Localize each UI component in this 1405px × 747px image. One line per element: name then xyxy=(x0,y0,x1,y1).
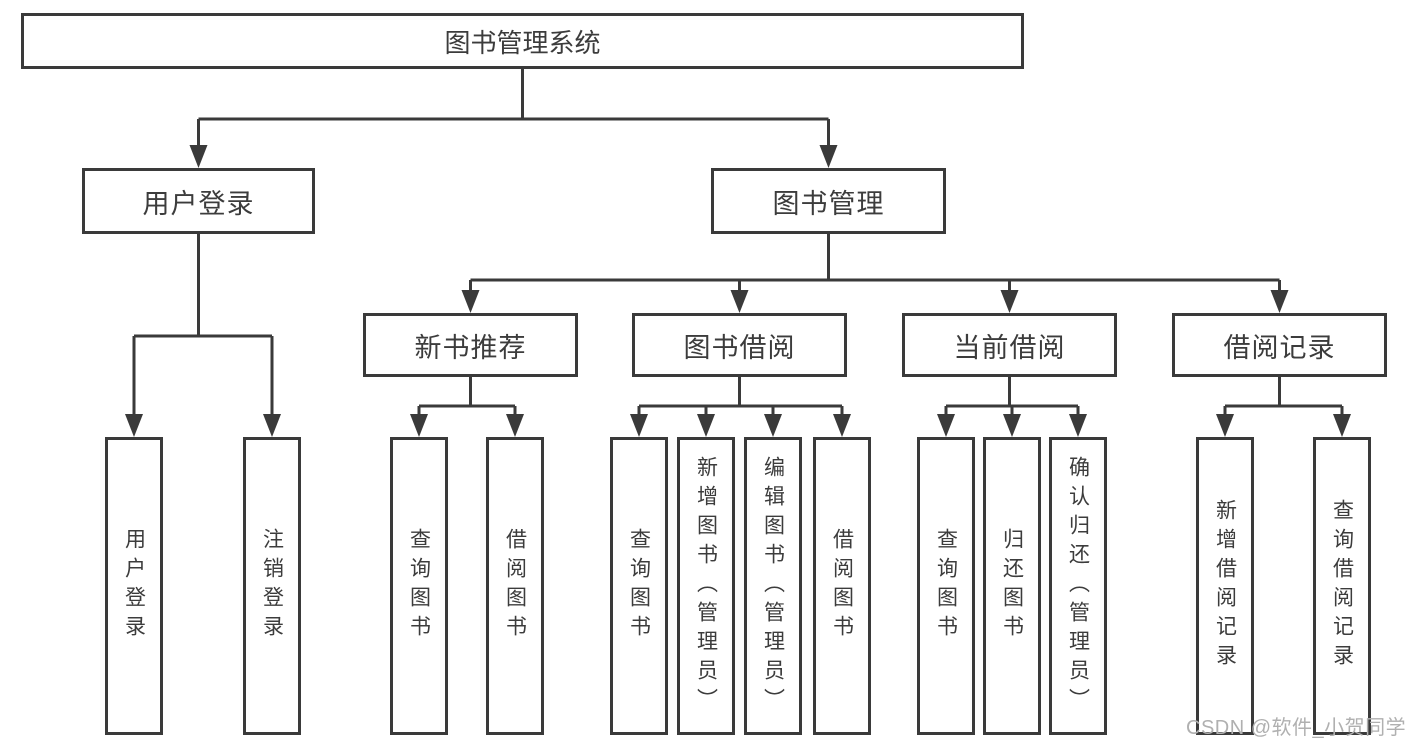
node-label: 当前借阅 xyxy=(953,332,1066,363)
node-label: 借阅记录 xyxy=(1223,332,1336,363)
arrow-down-icon xyxy=(461,290,480,313)
node-label: 归还图书 xyxy=(1000,528,1024,644)
connector-borrow-children xyxy=(637,376,844,416)
arrow-down-icon xyxy=(1270,290,1289,313)
node-new-book-recommend: 新书推荐 xyxy=(363,313,578,377)
arrow-down-icon xyxy=(697,414,715,437)
node-leaf-borrow-edit: 编辑图书（管理员） xyxy=(744,437,802,735)
arrow-down-icon xyxy=(1003,414,1021,437)
node-leaf-record-query: 查询借阅记录 xyxy=(1313,437,1371,735)
arrow-down-icon xyxy=(410,414,428,437)
arrow-down-icon xyxy=(630,414,648,437)
node-label: 查询图书 xyxy=(934,528,958,644)
node-leaf-borrow-borrow: 借阅图书 xyxy=(813,437,871,735)
node-leaf-current-query: 查询图书 xyxy=(917,437,975,735)
node-label: 新书推荐 xyxy=(414,332,527,363)
connector-mgmt-level3 xyxy=(469,233,1281,292)
arrow-down-icon xyxy=(764,414,782,437)
node-label: 注销登录 xyxy=(260,528,284,644)
arrow-down-icon xyxy=(730,290,749,313)
node-label: 新增借阅记录 xyxy=(1213,499,1237,673)
arrow-down-icon xyxy=(1333,414,1351,437)
node-label: 查询图书 xyxy=(407,528,431,644)
node-root: 图书管理系统 xyxy=(21,13,1024,69)
node-label: 图书管理 xyxy=(772,188,885,219)
arrow-down-icon xyxy=(833,414,851,437)
node-label: 借阅图书 xyxy=(503,528,527,644)
arrow-down-icon xyxy=(819,145,838,168)
node-label: 借阅图书 xyxy=(830,528,854,644)
node-user-login: 用户登录 xyxy=(82,168,315,234)
node-leaf-borrow-add: 新增图书（管理员） xyxy=(677,437,735,735)
node-label: 确认归还（管理员） xyxy=(1066,455,1090,717)
node-label: 图书管理系统 xyxy=(444,27,601,58)
node-leaf-borrow-query: 查询图书 xyxy=(610,437,668,735)
node-label: 用户登录 xyxy=(122,528,146,644)
node-leaf-user-login: 用户登录 xyxy=(105,437,163,735)
arrow-down-icon xyxy=(937,414,955,437)
node-book-borrow: 图书借阅 xyxy=(632,313,847,377)
node-label: 用户登录 xyxy=(142,188,255,219)
watermark: CSDN @软件_小贺同学 xyxy=(1186,717,1405,739)
node-leaf-current-return: 归还图书 xyxy=(983,437,1041,735)
node-label: 查询图书 xyxy=(627,528,651,644)
node-label: 图书借阅 xyxy=(683,332,796,363)
arrow-down-icon xyxy=(1000,290,1019,313)
node-leaf-logout: 注销登录 xyxy=(243,437,301,735)
node-label: 查询借阅记录 xyxy=(1330,499,1354,673)
node-leaf-record-add: 新增借阅记录 xyxy=(1196,437,1254,735)
arrow-down-icon xyxy=(263,414,281,437)
connector-recommend-children xyxy=(417,376,517,416)
arrow-down-icon xyxy=(125,414,143,437)
connector-root-level2 xyxy=(197,68,830,150)
arrow-down-icon xyxy=(1216,414,1234,437)
node-borrow-record: 借阅记录 xyxy=(1172,313,1387,377)
connector-record-children xyxy=(1223,376,1344,416)
arrow-down-icon xyxy=(189,145,208,168)
connector-login-children xyxy=(132,233,274,416)
node-label: 编辑图书（管理员） xyxy=(761,455,785,717)
node-label: 新增图书（管理员） xyxy=(694,455,718,717)
connector-current-children xyxy=(944,376,1080,416)
node-current-borrow: 当前借阅 xyxy=(902,313,1117,377)
arrow-down-icon xyxy=(1069,414,1087,437)
node-book-management: 图书管理 xyxy=(711,168,946,234)
arrow-down-icon xyxy=(506,414,524,437)
node-leaf-recommend-borrow: 借阅图书 xyxy=(486,437,544,735)
node-leaf-recommend-query: 查询图书 xyxy=(390,437,448,735)
node-leaf-current-confirm: 确认归还（管理员） xyxy=(1049,437,1107,735)
